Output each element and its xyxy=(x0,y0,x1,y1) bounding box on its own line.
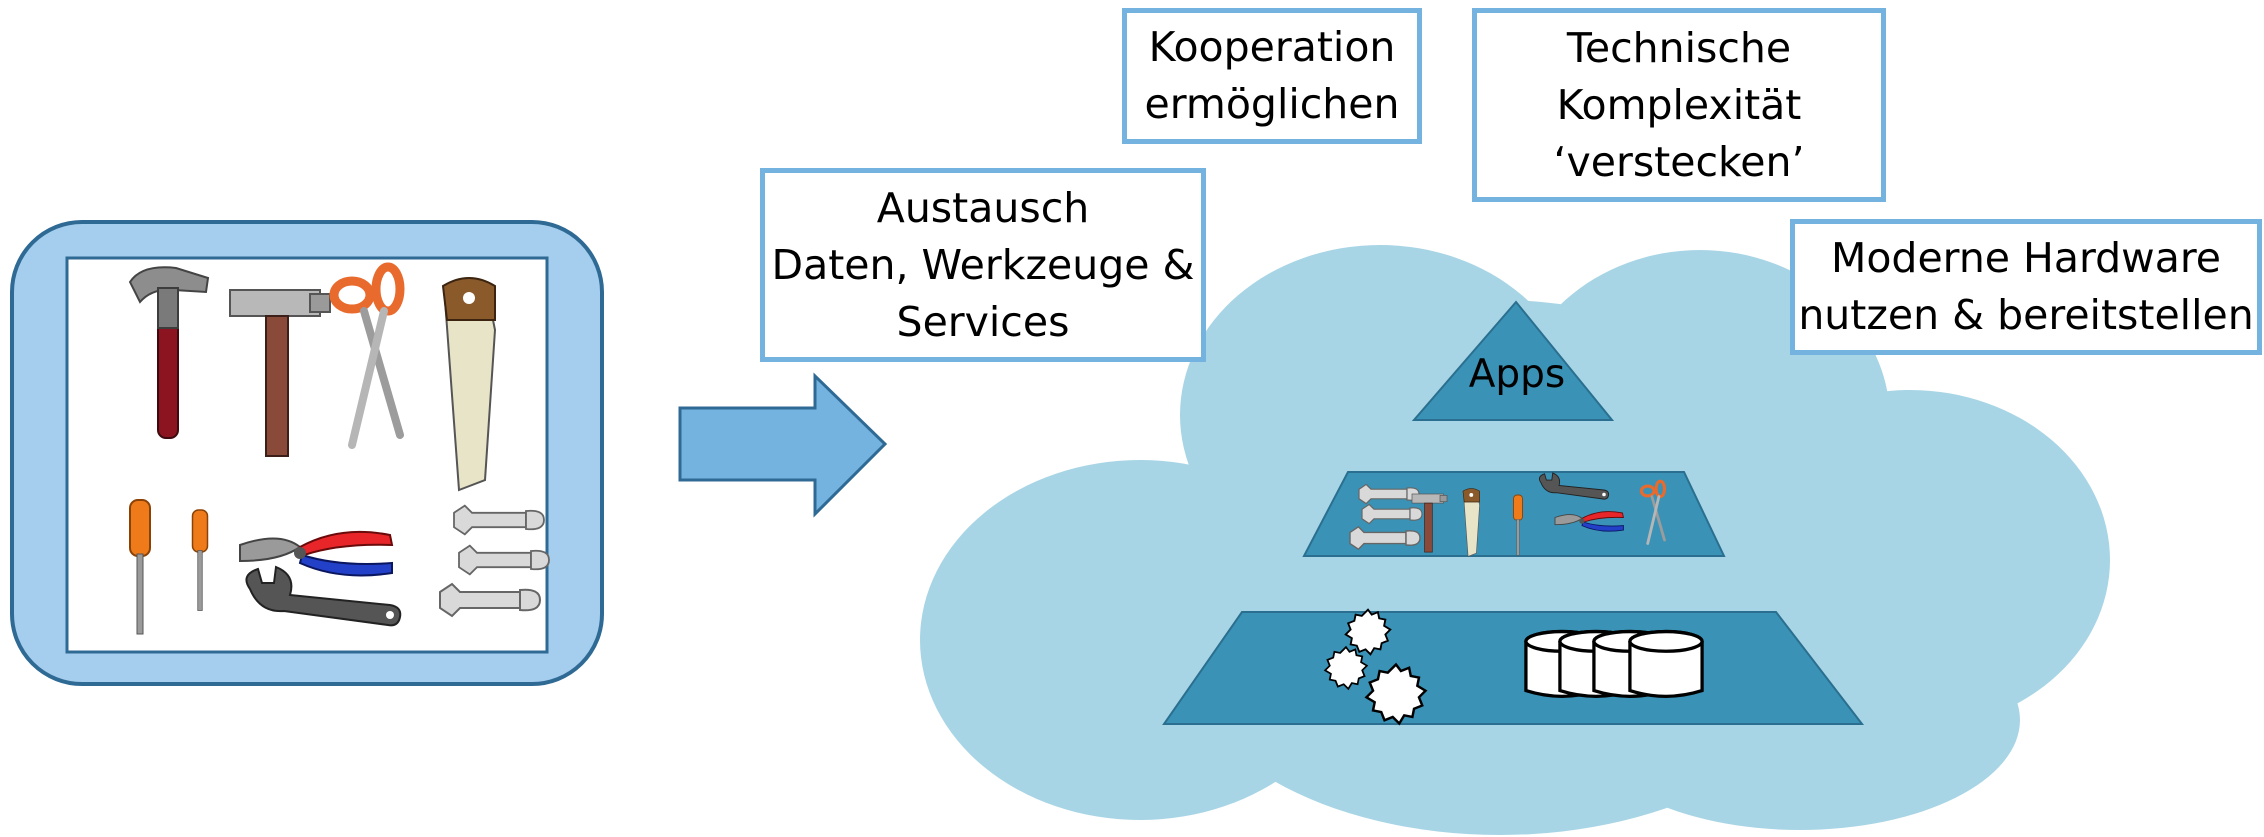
pyramid-apps-layer xyxy=(1411,300,1615,421)
pyramid-top-label: Apps xyxy=(1468,352,1566,397)
pyramid-infrastructure-layer xyxy=(1162,611,1865,725)
label-technik-line-2: Komplexität xyxy=(1556,80,1802,129)
label-hardware-line-1: Moderne Hardware xyxy=(1830,234,2222,282)
toolbox xyxy=(10,220,604,686)
label-technik-line-1: Technische xyxy=(1566,23,1792,72)
label-kooperation: Kooperation ermöglichen xyxy=(1122,8,1422,144)
label-technik: Technische Komplexität ‘verstecken’ xyxy=(1472,8,1886,202)
label-kooperation-line-1: Kooperation xyxy=(1148,23,1396,71)
transition-arrow xyxy=(678,372,888,518)
label-austausch: Austausch Daten, Werkzeuge & Services xyxy=(760,168,1206,362)
pyramid xyxy=(1162,300,1865,725)
label-technik-line-3: ‘verstecken’ xyxy=(1553,137,1805,186)
label-austausch-line-2: Daten, Werkzeuge & xyxy=(771,240,1195,289)
label-hardware: Moderne Hardware nutzen & bereitstellen xyxy=(1790,219,2262,355)
label-hardware-line-2: nutzen & bereitstellen xyxy=(1798,291,2254,339)
label-austausch-line-3: Services xyxy=(896,297,1070,346)
label-kooperation-line-2: ermöglichen xyxy=(1144,80,1400,128)
database-icon-4 xyxy=(1628,629,1704,698)
label-austausch-line-1: Austausch xyxy=(876,183,1090,232)
